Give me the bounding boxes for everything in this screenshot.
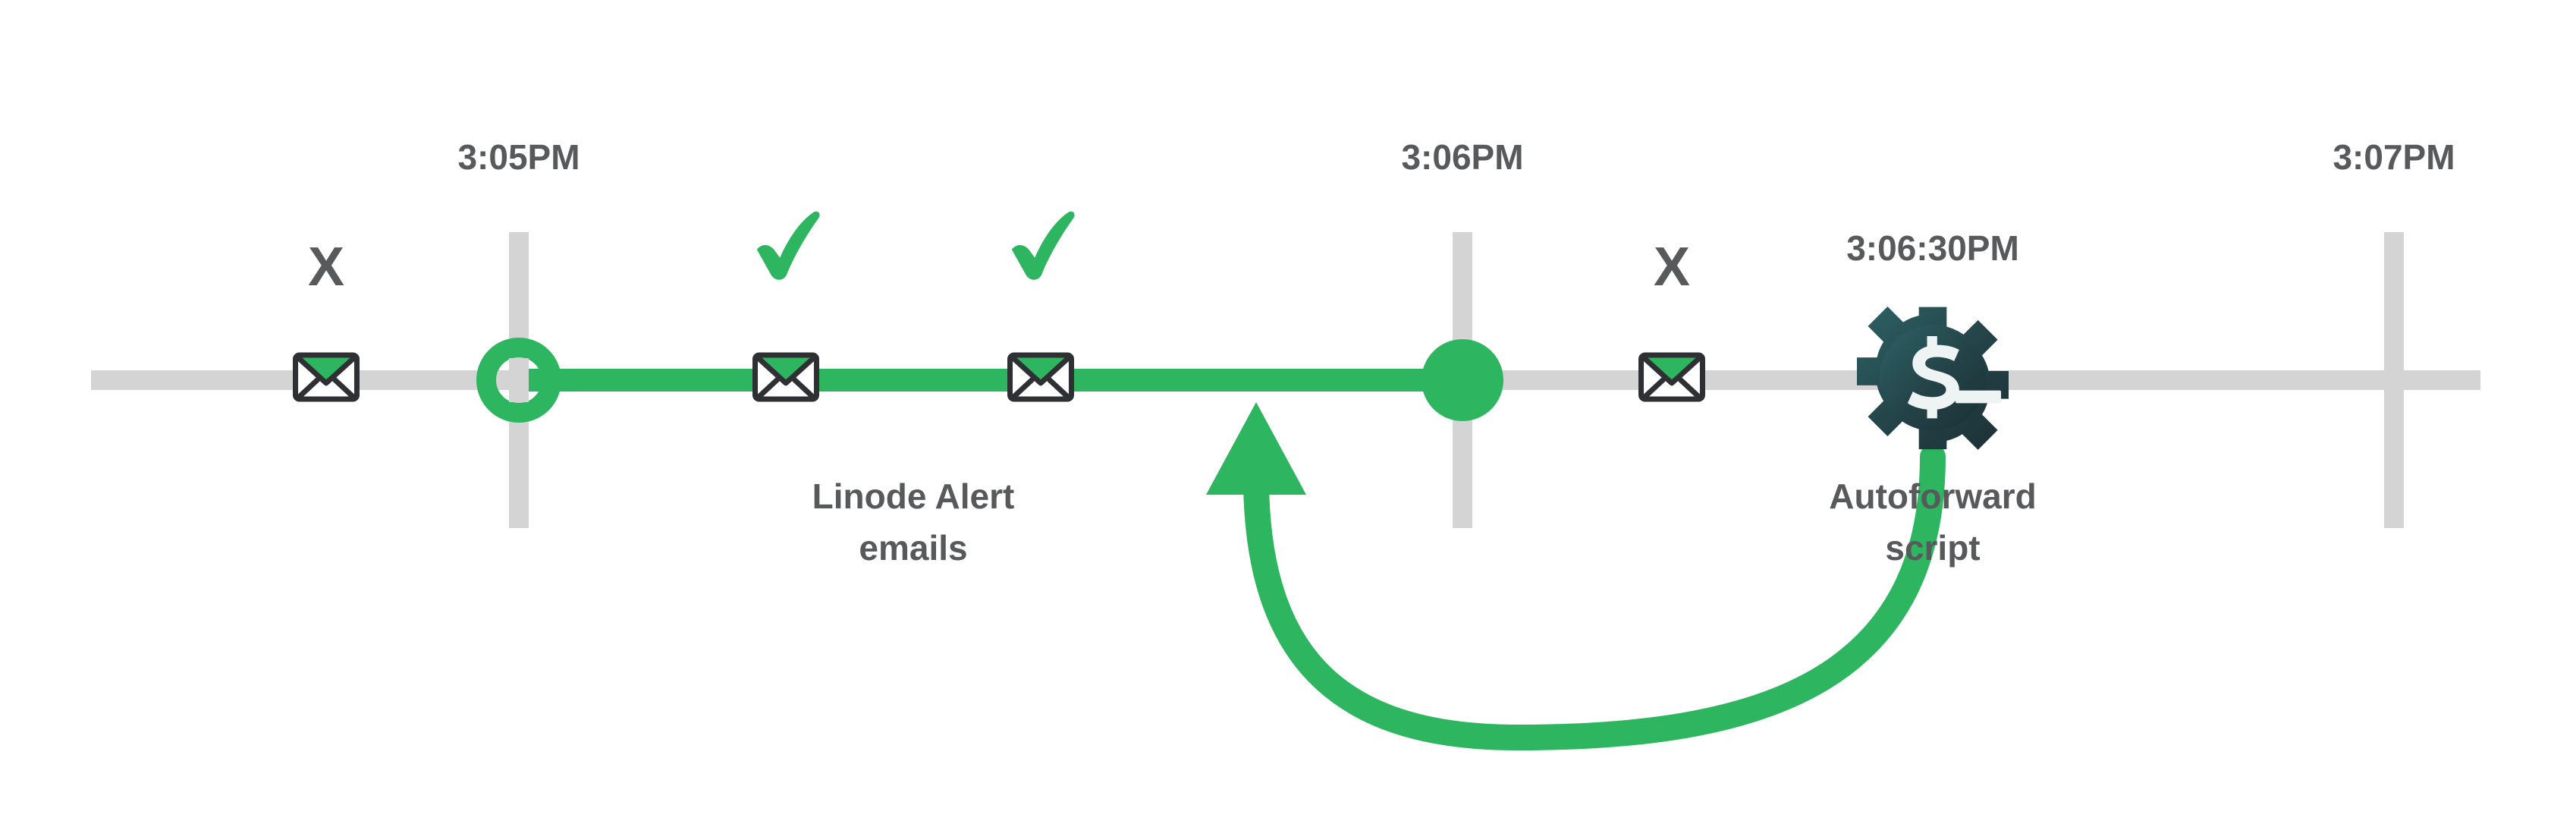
check-mark-icon (756, 211, 820, 280)
event-email-1: X (296, 237, 357, 399)
tick-label-307: 3:07PM (2333, 137, 2455, 177)
script-time-label: 3:06:30PM (1846, 228, 2019, 268)
linode-alert-label: Linode Alert emails (812, 476, 1015, 568)
marker-ring-305 (476, 338, 561, 423)
event-email-3 (1010, 211, 1075, 399)
event-email-2 (756, 211, 820, 399)
linode-alert-label-line2: emails (859, 528, 967, 568)
envelope-icon (296, 355, 357, 399)
tick-label-306: 3:06PM (1401, 137, 1523, 177)
tick-mark-307 (2384, 232, 2404, 528)
envelope-icon (1010, 355, 1072, 399)
autoforward-label-line2: script (1885, 528, 1980, 568)
autoforward-label-line1: Autoforward (1829, 476, 2036, 516)
tick-label-305: 3:05PM (457, 137, 580, 177)
event-script: 3:06:30PM Autoforward script (1829, 228, 2036, 568)
event-email-4: X (1641, 237, 1703, 399)
active-forwarding-window (519, 369, 1465, 392)
marker-dot-306 (1422, 339, 1503, 421)
x-mark-icon: X (308, 237, 344, 297)
check-mark-icon (1011, 211, 1075, 280)
x-mark-icon: X (1654, 237, 1690, 297)
gear-script-icon (1857, 307, 2009, 450)
envelope-icon (1641, 355, 1703, 399)
linode-alert-label-line1: Linode Alert (812, 476, 1015, 516)
feedback-arrow (1206, 402, 1946, 751)
envelope-icon (756, 355, 817, 399)
